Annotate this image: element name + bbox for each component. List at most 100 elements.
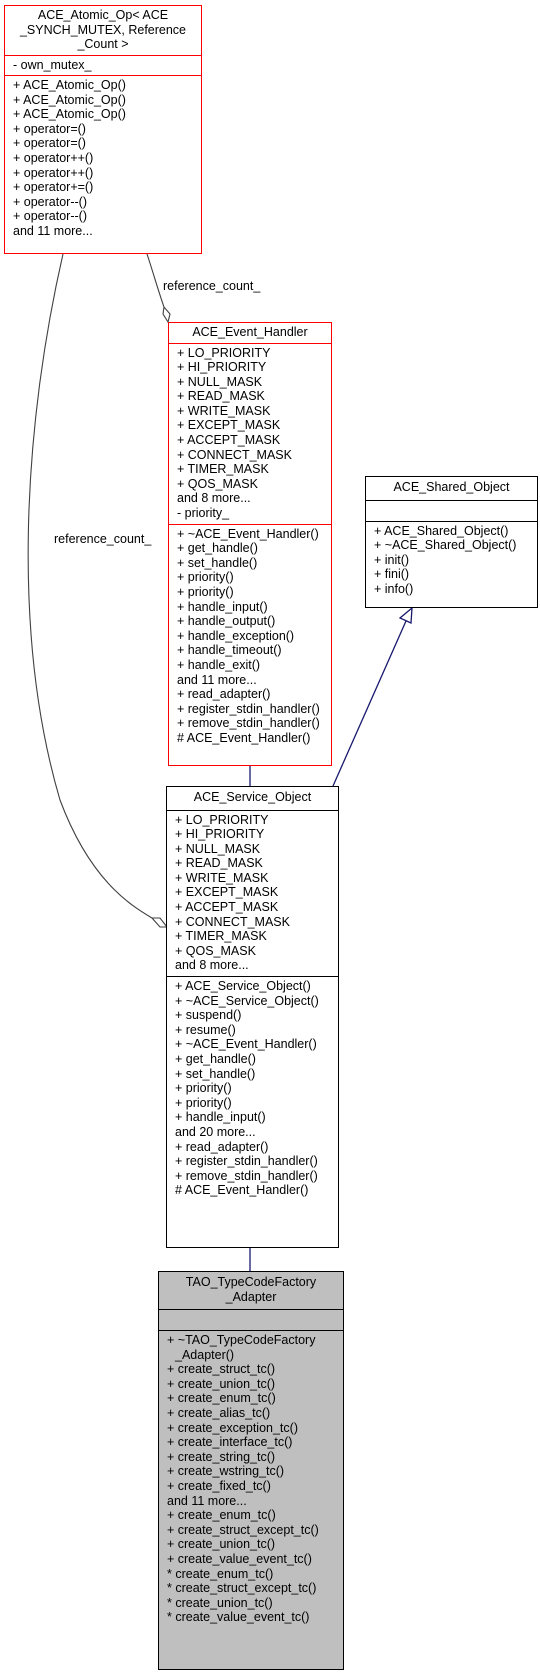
method-item: + ~TAO_TypeCodeFactory <box>167 1333 316 1347</box>
attribute-item: + CONNECT_MASK <box>175 914 290 929</box>
method-item: + ~ACE_Shared_Object() <box>374 538 517 553</box>
attribute-item: + WRITE_MASK <box>175 870 269 885</box>
method-item: + register_stdin_handler() <box>177 701 320 716</box>
attribute-item: + NULL_MASK <box>175 841 261 856</box>
method-item: + remove_stdin_handler() <box>177 716 320 731</box>
method-item: + operator--() <box>13 194 87 209</box>
attribute-item: + READ_MASK <box>175 856 263 871</box>
method-item: + create_exception_tc() <box>167 1420 298 1435</box>
method-item: + handle_exception() <box>177 628 295 643</box>
usage-edge-atomic-to-event-handler <box>146 253 171 324</box>
attribute-item: - own_mutex_ <box>13 57 92 72</box>
attribute-item: + HI_PRIORITY <box>177 360 267 375</box>
method-item: + create_enum_tc() <box>167 1508 276 1523</box>
method-item: _Adapter() <box>175 1347 235 1362</box>
method-item: + operator=() <box>13 121 86 136</box>
attribute-item: + READ_MASK <box>177 389 265 404</box>
method-item: + create_struct_except_tc() <box>167 1522 319 1537</box>
attribute-item: + ACCEPT_MASK <box>177 433 281 448</box>
inheritance-edge-shared-object <box>332 606 413 787</box>
methods-section: + ~ACE_Event_Handler() + get_handle() + … <box>169 523 331 749</box>
method-item: + set_handle() <box>177 555 258 570</box>
more-attributes-link[interactable]: and 8 more... <box>175 958 249 973</box>
attributes-section: - own_mutex_ <box>5 54 201 76</box>
method-item: + ~ACE_Event_Handler() <box>175 1037 317 1052</box>
method-item: + create_fixed_tc() <box>167 1478 271 1493</box>
method-item: + info() <box>374 581 414 596</box>
class-box-ace-event-handler[interactable]: ACE_Event_Handler + LO_PRIORITY + HI_PRI… <box>168 322 332 766</box>
method-item: + create_interface_tc() <box>167 1435 293 1450</box>
method-item: + ~ACE_Event_Handler() <box>177 526 319 541</box>
attributes-section <box>366 499 537 521</box>
method-item: + ~ACE_Service_Object() <box>175 993 319 1008</box>
methods-section: + ~TAO_TypeCodeFactory _Adapter() + crea… <box>159 1330 343 1628</box>
more-methods-link[interactable]: and 11 more... <box>177 672 257 687</box>
methods-section: + ACE_Atomic_Op() + ACE_Atomic_Op() + AC… <box>5 75 201 242</box>
method-item: + operator--() <box>13 209 87 224</box>
attribute-item: + HI_PRIORITY <box>175 827 265 842</box>
method-item: + suspend() <box>175 1008 242 1023</box>
method-item: + handle_input() <box>177 599 268 614</box>
class-box-tao-typecodefactory-adapter: TAO_TypeCodeFactory _Adapter + ~TAO_Type… <box>158 1271 344 1670</box>
methods-section: + ACE_Service_Object() + ~ACE_Service_Ob… <box>167 976 338 1201</box>
edge-label-reference-count: reference_count_ <box>54 532 152 546</box>
method-item: + priority() <box>177 585 234 599</box>
method-item: + operator=() <box>13 136 86 151</box>
method-item: + priority() <box>177 570 234 585</box>
attribute-item: + EXCEPT_MASK <box>175 885 279 900</box>
method-item: + create_wstring_tc() <box>167 1464 285 1479</box>
attribute-item: + TIMER_MASK <box>175 929 267 944</box>
more-methods-link[interactable]: and 20 more... <box>175 1124 256 1139</box>
attribute-item: + ACCEPT_MASK <box>175 900 279 915</box>
attribute-item: + QOS_MASK <box>175 943 256 958</box>
attribute-item: + QOS_MASK <box>177 476 258 491</box>
method-item: + set_handle() <box>175 1066 256 1081</box>
method-item: + init() <box>374 552 410 567</box>
attribute-item: + TIMER_MASK <box>177 462 269 477</box>
class-title: TAO_TypeCodeFactory _Adapter <box>185 1275 317 1304</box>
attributes-section: + LO_PRIORITY + HI_PRIORITY + NULL_MASK … <box>167 809 338 977</box>
attribute-item: + LO_PRIORITY <box>175 812 269 827</box>
method-item: + ACE_Atomic_Op() <box>13 92 126 107</box>
method-item: + create_enum_tc() <box>167 1391 276 1406</box>
method-item: + remove_stdin_handler() <box>175 1168 318 1183</box>
attribute-item: + CONNECT_MASK <box>177 447 292 462</box>
more-attributes-link[interactable]: and 8 more... <box>177 491 251 506</box>
method-item: + create_union_tc() <box>167 1537 276 1552</box>
method-item: # ACE_Event_Handler() <box>175 1183 309 1198</box>
attribute-item: + NULL_MASK <box>177 374 263 389</box>
method-item: + create_value_event_tc() <box>167 1551 312 1566</box>
attribute-item: + EXCEPT_MASK <box>177 418 281 433</box>
method-item: + read_adapter() <box>177 687 271 702</box>
method-item: + create_alias_tc() <box>167 1405 271 1420</box>
method-item: + handle_output() <box>177 614 276 629</box>
method-item: + resume() <box>175 1022 236 1037</box>
method-item: * create_union_tc() <box>167 1595 273 1610</box>
class-box-ace-atomic-op[interactable]: ACE_Atomic_Op< ACE _SYNCH_MUTEX, Referen… <box>4 5 202 254</box>
class-box-ace-shared-object[interactable]: ACE_Shared_Object + ACE_Shared_Object() … <box>365 476 538 608</box>
method-item: + read_adapter() <box>175 1139 269 1154</box>
attribute-item: - priority_ <box>177 506 230 521</box>
method-item: + handle_exit() <box>177 657 261 672</box>
class-box-ace-service-object[interactable]: ACE_Service_Object + LO_PRIORITY + HI_PR… <box>166 786 339 1248</box>
usage-edge-atomic-to-service-object <box>27 253 169 928</box>
more-methods-link[interactable]: and 11 more... <box>167 1493 247 1508</box>
method-item: + ACE_Shared_Object() <box>374 523 509 538</box>
method-item: * create_value_event_tc() <box>167 1610 310 1625</box>
method-item: * create_enum_tc() <box>167 1566 274 1581</box>
method-item: + handle_timeout() <box>177 643 282 658</box>
method-item: + fini() <box>374 567 410 582</box>
more-methods-link[interactable]: and 11 more... <box>13 224 93 239</box>
method-item: + get_handle() <box>177 541 258 556</box>
method-item: + register_stdin_handler() <box>175 1154 318 1169</box>
methods-section: + ACE_Shared_Object() + ~ACE_Shared_Obje… <box>366 520 537 600</box>
method-item: * create_struct_except_tc() <box>167 1581 317 1596</box>
class-title: ACE_Event_Handler <box>192 325 308 339</box>
method-item: + priority() <box>175 1095 232 1110</box>
method-item: + ACE_Service_Object() <box>175 979 311 994</box>
method-item: + get_handle() <box>175 1052 256 1066</box>
method-item: + operator++() <box>13 151 94 166</box>
method-item: # ACE_Event_Handler() <box>177 730 311 745</box>
edge-label-reference-count: reference_count_ <box>163 279 261 293</box>
